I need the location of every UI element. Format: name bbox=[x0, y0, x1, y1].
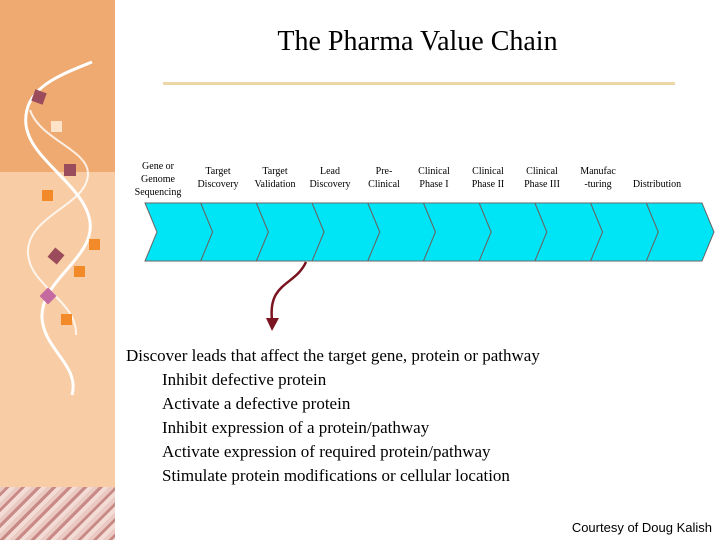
detail-pointer-arrowhead bbox=[266, 318, 279, 331]
credit-text: Courtesy of Doug Kalish bbox=[571, 520, 712, 535]
title-underline bbox=[163, 82, 675, 85]
sidebar-top-band bbox=[0, 0, 115, 172]
decorative-sidebar bbox=[0, 0, 115, 540]
detail-pointer-arrow bbox=[270, 261, 308, 321]
stage-label-pre-clinical: Pre-Clinical bbox=[368, 166, 400, 190]
detail-heading: Discover leads that affect the target ge… bbox=[126, 346, 540, 365]
sidebar-texture bbox=[0, 487, 115, 540]
chain-segment bbox=[144, 202, 214, 262]
detail-item: Inhibit defective protein bbox=[162, 370, 327, 389]
detail-item: Activate a defective protein bbox=[162, 394, 351, 413]
stage-label-distribution: Distribution bbox=[632, 179, 682, 190]
detail-item: Inhibit expression of a protein/pathway bbox=[162, 418, 430, 437]
value-chain-diagram bbox=[144, 202, 715, 331]
stage-label-manufacturing: Manufac-turing bbox=[580, 166, 616, 190]
slide-title: The Pharma Value Chain bbox=[277, 26, 558, 57]
chain-segment bbox=[645, 202, 715, 262]
detail-item: Activate expression of required protein/… bbox=[162, 442, 491, 461]
dna-helix-illustration bbox=[24, 60, 100, 396]
detail-item: Stimulate protein modifications or cellu… bbox=[162, 466, 510, 485]
